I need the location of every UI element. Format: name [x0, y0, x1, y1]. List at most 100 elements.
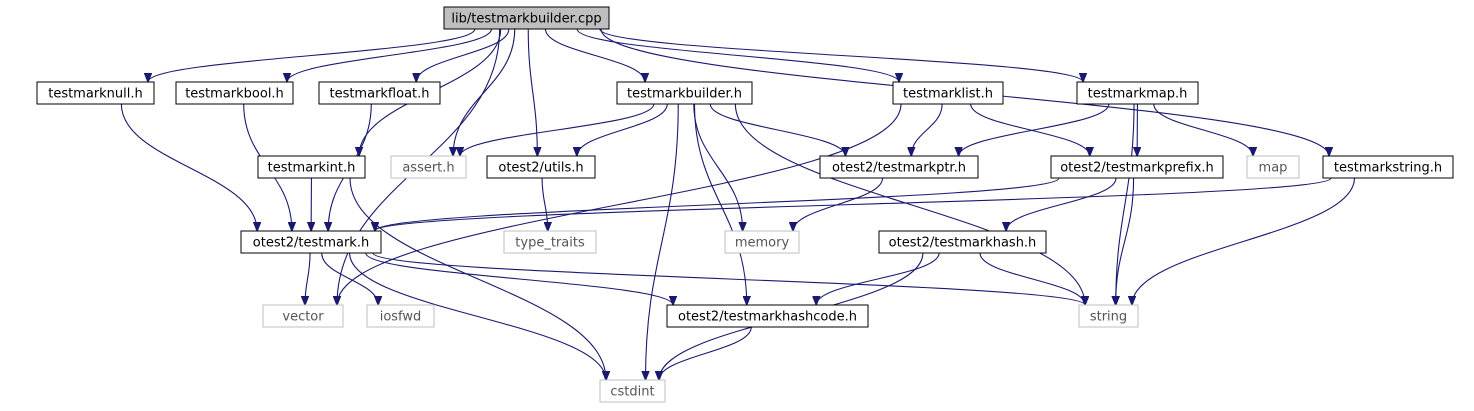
node-memory-box	[724, 230, 800, 254]
edge-tlist-to-tptr	[911, 103, 943, 156]
node-tptr-label: otest2/testmarkptr.h	[832, 161, 966, 176]
edge-root-to-tnull	[148, 28, 476, 82]
node-tint[interactable]: testmarkint.h	[257, 155, 366, 179]
edge-root-to-tmap	[599, 28, 1083, 82]
node-utils-box	[486, 155, 596, 179]
node-iosfwd: iosfwd	[366, 304, 435, 328]
node-string-label: string	[1090, 310, 1127, 325]
node-tlist-label: testmarklist.h	[903, 87, 993, 102]
node-tstring-label: testmarkstring.h	[1334, 161, 1442, 176]
edge-utils-to-type_traits	[541, 177, 548, 231]
node-tmap[interactable]: testmarkmap.h	[1076, 81, 1199, 105]
node-utils-label: otest2/utils.h	[498, 161, 583, 176]
edge-thash-to-thashcode	[816, 252, 940, 305]
node-tbool-box	[175, 81, 294, 105]
node-testmark-label: otest2/testmark.h	[253, 236, 369, 251]
node-tfloat-box	[318, 81, 441, 105]
node-memory-label: memory	[735, 236, 790, 251]
edge-tmap-to-map	[1153, 103, 1253, 156]
node-vector-label: vector	[282, 310, 324, 325]
node-tbool[interactable]: testmarkbool.h	[175, 81, 294, 105]
node-cstdint-box	[599, 379, 666, 403]
node-tlist-box	[892, 81, 1004, 105]
node-tint-label: testmarkint.h	[268, 161, 356, 176]
node-map: map	[1246, 155, 1300, 179]
node-tfloat-label: testmarkfloat.h	[329, 87, 429, 102]
node-tptr-box	[819, 155, 979, 179]
node-tint-box	[257, 155, 366, 179]
edge-tnull-to-testmark	[120, 103, 257, 231]
edge-root-to-tbool	[287, 28, 493, 82]
nodes-layer: lib/testmarkbuilder.cpp testmarknull.h tes…	[36, 6, 1454, 403]
node-cstdint-label: cstdint	[610, 385, 654, 400]
node-tnull-label: testmarknull.h	[48, 87, 143, 102]
node-tbool-label: testmarkbool.h	[185, 87, 284, 102]
node-assert-label: assert.h	[402, 161, 454, 176]
edge-tstring-to-string	[1132, 177, 1356, 305]
edge-tprefix-to-testmark	[375, 177, 1060, 231]
node-tstring[interactable]: testmarkstring.h	[1322, 155, 1454, 179]
node-thash-label: otest2/testmarkhash.h	[889, 236, 1037, 251]
edge-tbuilder-to-memory	[693, 103, 743, 231]
edge-tbuilder-to-utils	[577, 103, 668, 156]
node-tstring-box	[1322, 155, 1454, 179]
node-tlist[interactable]: testmarklist.h	[892, 81, 1004, 105]
edge-testmark-to-vector	[305, 252, 311, 305]
node-tprefix-box	[1050, 155, 1224, 179]
node-tptr[interactable]: otest2/testmarkptr.h	[819, 155, 979, 179]
node-memory: memory	[724, 230, 800, 254]
edge-testmark-to-cstdint	[349, 252, 606, 380]
edge-tint-to-cstdint	[349, 177, 606, 380]
node-tfloat[interactable]: testmarkfloat.h	[318, 81, 441, 105]
edge-tbuilder-to-tptr	[709, 103, 845, 156]
edge-root-to-utils	[527, 28, 537, 156]
node-thash-box	[878, 230, 1047, 254]
node-string-box	[1078, 304, 1139, 328]
node-root[interactable]: lib/testmarkbuilder.cpp	[443, 6, 610, 30]
node-iosfwd-box	[366, 304, 435, 328]
edge-root-to-tbuilder	[544, 28, 645, 82]
node-type_traits: type_traits	[503, 230, 597, 254]
node-tprefix[interactable]: otest2/testmarkprefix.h	[1050, 155, 1224, 179]
node-thash[interactable]: otest2/testmarkhash.h	[878, 230, 1047, 254]
edge-testmark-to-string	[372, 252, 1085, 305]
node-string: string	[1078, 304, 1139, 328]
node-assert: assert.h	[390, 155, 467, 179]
node-vector: vector	[262, 304, 344, 328]
node-root-label: lib/testmarkbuilder.cpp	[451, 12, 601, 27]
edge-testmark-to-thashcode	[365, 252, 673, 305]
node-assert-box	[390, 155, 467, 179]
edge-tbuilder-to-assert	[460, 103, 655, 156]
edge-tlist-to-vector	[337, 103, 902, 305]
node-testmark-box	[240, 230, 382, 254]
node-tmap-box	[1076, 81, 1199, 105]
edge-tprefix-to-thash	[1006, 177, 1117, 231]
edge-thash-to-string	[979, 252, 1085, 305]
node-type_traits-label: type_traits	[515, 236, 585, 251]
node-tbuilder-label: testmarkbuilder.h	[627, 87, 742, 102]
node-tbuilder-box	[616, 81, 753, 105]
node-tmap-label: testmarkmap.h	[1088, 87, 1188, 102]
node-tbuilder[interactable]: testmarkbuilder.h	[616, 81, 753, 105]
node-type_traits-box	[503, 230, 597, 254]
node-thashcode[interactable]: otest2/testmarkhashcode.h	[666, 304, 869, 328]
edge-root-to-tfloat	[416, 28, 510, 82]
node-root-box	[443, 6, 610, 30]
edge-thashcode-to-cstdint	[659, 326, 752, 380]
node-tnull[interactable]: testmarknull.h	[36, 81, 155, 105]
edge-testmark-to-iosfwd	[321, 252, 378, 305]
edge-tmap-to-string	[1116, 103, 1135, 305]
node-vector-box	[262, 304, 344, 328]
node-testmark[interactable]: otest2/testmark.h	[240, 230, 382, 254]
node-utils[interactable]: otest2/utils.h	[486, 155, 596, 179]
node-map-label: map	[1259, 161, 1288, 176]
edge-tprefix-to-string	[1116, 177, 1135, 305]
edge-tlist-to-tprefix	[970, 103, 1090, 156]
edge-tmap-to-tptr	[959, 103, 1110, 156]
edge-tstring-to-testmark	[375, 177, 1332, 231]
node-iosfwd-label: iosfwd	[380, 310, 422, 325]
node-tnull-box	[36, 81, 155, 105]
node-thashcode-label: otest2/testmarkhashcode.h	[678, 310, 857, 325]
node-map-box	[1246, 155, 1300, 179]
